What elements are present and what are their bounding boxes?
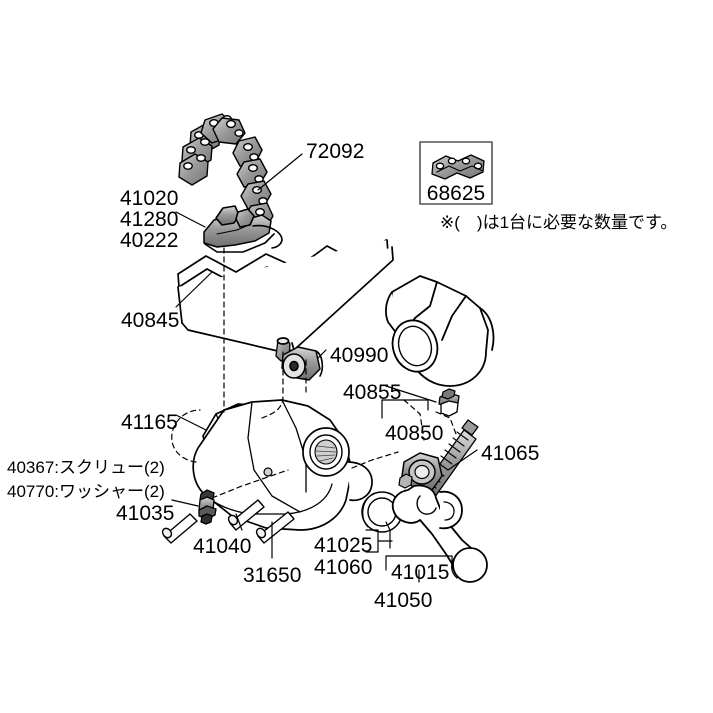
part-number-label-41280: 41280 <box>120 208 179 231</box>
part-number-label-40990: 40990 <box>330 344 389 367</box>
part-number-label-41020: 41020 <box>120 187 179 210</box>
leader-72092 <box>257 153 303 191</box>
cast-body-part <box>385 275 495 387</box>
inset-part-number: 68625 <box>426 182 486 205</box>
screw-washer-assembly-part <box>198 489 217 525</box>
part-number-label-40367: 40367:スクリュー(2) <box>7 458 165 477</box>
bracket-40850 <box>381 399 429 419</box>
pin-part-b <box>227 499 265 531</box>
part-number-label-31650: 31650 <box>243 564 302 587</box>
leader-40855 <box>385 385 437 403</box>
part-number-label-41060: 41060 <box>314 556 373 579</box>
part-number-label-41040: 41040 <box>193 535 252 558</box>
part-number-label-40222: 40222 <box>120 229 179 252</box>
assembly-axis-lines <box>171 247 457 501</box>
part-number-label-41065: 41065 <box>481 442 540 465</box>
part-number-label-40855: 40855 <box>343 381 402 404</box>
part-number-label-41050: 41050 <box>374 589 433 612</box>
leader-bracket <box>175 211 206 228</box>
leader-40990 <box>317 349 327 359</box>
quantity-note: ※( )は1台に必要な数量です。 <box>440 213 678 232</box>
handle-lever-part <box>391 484 488 583</box>
part-number-label-41025: 41025 <box>314 534 373 557</box>
leader-41165 <box>175 414 207 431</box>
vise-body-part <box>192 399 373 531</box>
base-yoke-frame-part <box>177 239 394 362</box>
leader-40845 <box>175 271 213 308</box>
leader-bracket-41015-41050 <box>385 555 453 583</box>
part-number-label-41015: 41015 <box>391 561 450 584</box>
leader-41035 <box>171 499 199 507</box>
leader-41040 <box>235 513 243 531</box>
chain-anchor-bracket-part <box>203 205 283 253</box>
part-number-label-72092: 72092 <box>306 140 365 163</box>
nut-part <box>398 452 443 491</box>
washer-ring-part <box>361 491 403 533</box>
part-number-label-40850: 40850 <box>385 422 444 445</box>
part-number-label-41035: 41035 <box>116 502 175 525</box>
part-number-label-41165: 41165 <box>121 411 178 434</box>
pin-part-a <box>161 513 198 544</box>
inset-box-68625 <box>419 141 493 205</box>
chain-link-icon <box>431 154 485 180</box>
pin-part-c <box>255 511 295 544</box>
roller-bushing-part <box>281 346 324 381</box>
leader-41015-up <box>385 521 391 549</box>
bolt-part <box>438 388 460 417</box>
part-number-label-40845: 40845 <box>121 309 180 332</box>
leader-41065 <box>447 449 478 471</box>
roller-chain-part <box>178 113 274 232</box>
part-number-label-40770: 40770:ワッシャー(2) <box>7 482 165 501</box>
